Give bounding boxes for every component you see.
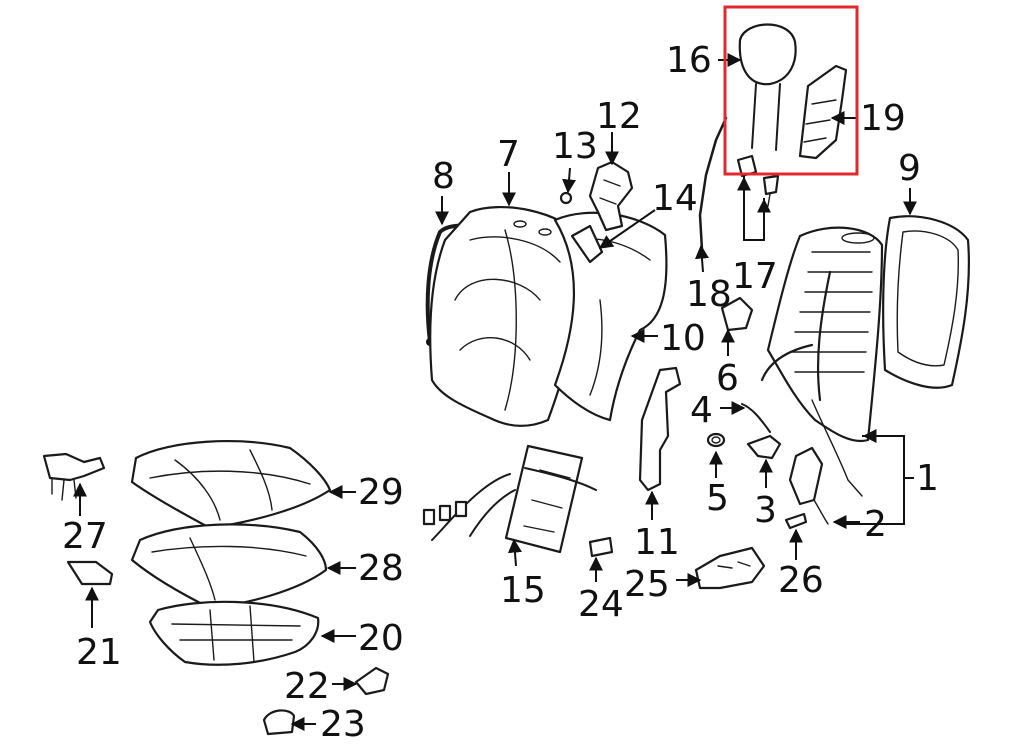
callout-20: 20 <box>358 618 404 659</box>
callout-14: 14 <box>652 178 698 219</box>
part-13-clip <box>559 191 573 205</box>
callout-10: 10 <box>660 318 706 359</box>
part-28-seat-cushion <box>130 523 328 610</box>
callout-17: 17 <box>732 256 778 297</box>
callout-24: 24 <box>578 584 624 625</box>
callout-29: 29 <box>358 472 404 513</box>
part-16-headrest <box>738 23 797 151</box>
leader-lines <box>73 53 917 731</box>
part-3-lever <box>746 434 782 460</box>
part-11-side-trim <box>638 366 682 492</box>
callout-28: 28 <box>358 548 404 589</box>
part-15-heating-mat <box>422 444 597 554</box>
callout-7: 7 <box>497 134 520 175</box>
part-18-cable <box>698 116 728 252</box>
part-1-backrest-frame <box>760 226 884 497</box>
callout-8: 8 <box>432 156 455 197</box>
part-21-wedge <box>66 560 114 586</box>
callout-6: 6 <box>716 358 739 399</box>
part-9-rear-panel <box>882 215 971 389</box>
callout-19: 19 <box>860 98 906 139</box>
callout-9: 9 <box>898 148 921 189</box>
part-27-bracket <box>42 452 106 501</box>
part-10-backrest-pad <box>553 211 668 422</box>
part-4-cable <box>741 403 771 433</box>
part-29-seat-cover <box>130 440 332 530</box>
callout-12: 12 <box>596 96 642 137</box>
part-24-connector <box>588 536 614 558</box>
part-5-ring <box>706 432 726 448</box>
callout-11: 11 <box>634 522 680 563</box>
highlight-box <box>723 5 859 176</box>
callout-1: 1 <box>916 458 939 499</box>
callout-27: 27 <box>62 516 108 557</box>
part-25-bracket-plate <box>694 546 766 590</box>
part-22-clip <box>354 666 390 696</box>
callout-15: 15 <box>500 570 546 611</box>
callout-4: 4 <box>690 390 713 431</box>
callout-16: 16 <box>666 40 712 81</box>
callout-21: 21 <box>76 632 122 673</box>
part-12-bracket <box>588 160 634 232</box>
part-2-motor <box>788 446 829 525</box>
callout-18: 18 <box>686 274 732 315</box>
part-26-screw <box>784 512 808 530</box>
callout-2: 2 <box>864 504 887 545</box>
part-23-cap <box>262 709 296 736</box>
callout-25: 25 <box>624 564 670 605</box>
part-19-headrest-guide <box>798 64 848 160</box>
callout-23: 23 <box>320 704 366 745</box>
callout-5: 5 <box>706 478 729 519</box>
part-14-trim <box>570 224 604 264</box>
callout-3: 3 <box>754 490 777 531</box>
callout-26: 26 <box>778 560 824 601</box>
callout-13: 13 <box>552 126 598 167</box>
part-6-knob <box>720 296 754 332</box>
callout-22: 22 <box>284 666 330 707</box>
part-20-seat-pan <box>148 600 320 666</box>
callout-labels: 1 2 3 4 5 6 7 8 9 10 11 12 13 14 15 16 1… <box>62 40 939 745</box>
